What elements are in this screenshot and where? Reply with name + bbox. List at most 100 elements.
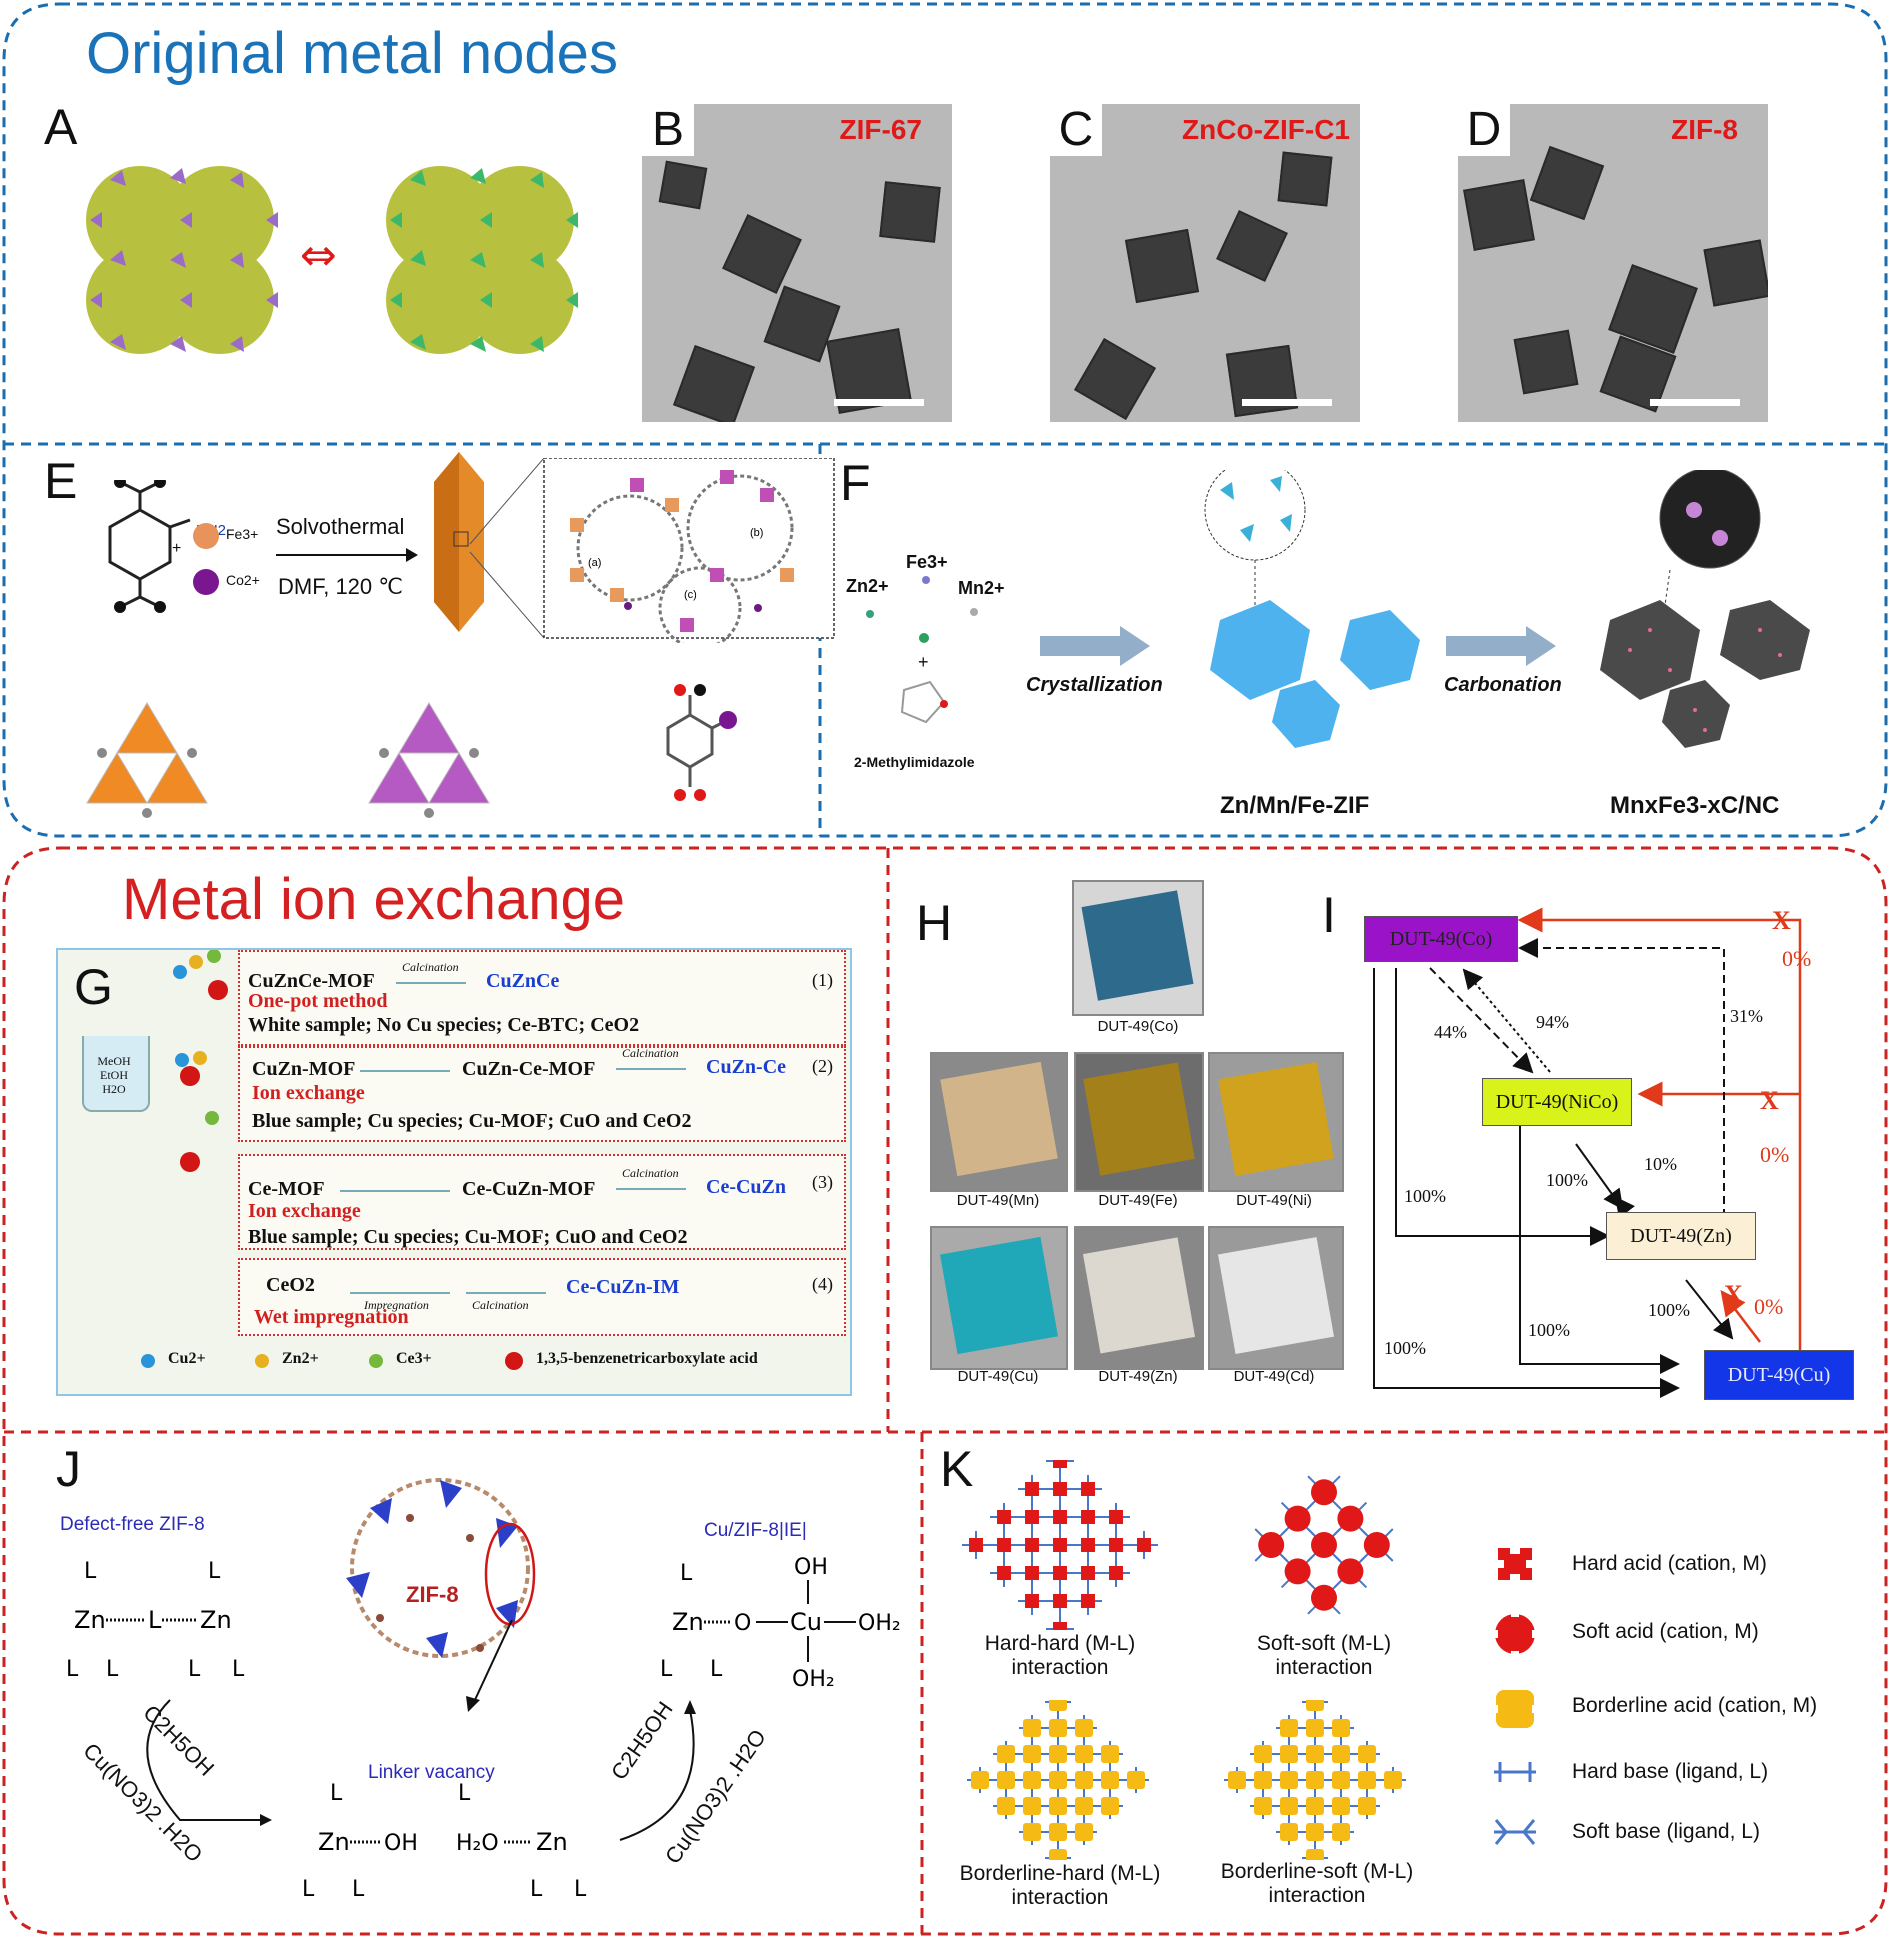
hard-acid-icon xyxy=(1498,1548,1532,1580)
defect-free-title: Defect-free ZIF-8 xyxy=(60,1514,205,1535)
panel-label-i: I xyxy=(1322,887,1336,943)
hard-base-icon xyxy=(1494,1762,1536,1782)
scale-bar xyxy=(834,399,924,406)
legend-ce: Ce3+ xyxy=(396,1350,432,1367)
pct-co-nico: 44% xyxy=(1434,1022,1467,1042)
scheme-row-4 xyxy=(238,1258,846,1336)
beaker-solvents: MeOH EtOH H2O xyxy=(86,1054,142,1096)
row3-mid: Ce-CuZn-MOF xyxy=(462,1178,596,1200)
arrow-cu-to-zn xyxy=(1720,1290,1761,1343)
solvent-h2o: H2O xyxy=(102,1082,126,1096)
swap-arrow-icon: ⇔ xyxy=(300,230,337,281)
legend-borderline-acid: Borderline acid (cation, M) xyxy=(1572,1694,1818,1717)
svg-text:OH₂: OH₂ xyxy=(858,1611,901,1636)
row2-step: Calcination xyxy=(622,1046,679,1060)
pct-zn-nico: 10% xyxy=(1644,1154,1677,1174)
block-x-nico: X xyxy=(1760,1086,1779,1115)
pct-cu-zn: 0% xyxy=(1754,1294,1784,1319)
row3-num: (3) xyxy=(812,1172,833,1192)
legend-hard-acid: Hard acid (cation, M) xyxy=(1572,1552,1767,1575)
grid-borderline-soft xyxy=(1224,1700,1406,1860)
row3-arrow-2 xyxy=(616,1188,686,1190)
arrow-cu-to-co xyxy=(1517,907,1802,1356)
panel-label-g: G xyxy=(74,959,113,1015)
tem-image-zif67: B ZIF-67 xyxy=(642,104,952,422)
tem-label-zif67: ZIF-67 xyxy=(839,114,922,145)
node-dut-cu: DUT-49(Cu) xyxy=(1704,1350,1854,1400)
mof-crystal-rod xyxy=(434,452,484,632)
caption-cd: DUT-49(Cd) xyxy=(1233,1368,1315,1385)
g-ion-spheres xyxy=(173,950,228,1172)
cu-marker xyxy=(141,1354,155,1368)
svg-text:Zn: Zn xyxy=(200,1606,232,1634)
row2-num: (2) xyxy=(812,1056,833,1076)
svg-text:L: L xyxy=(232,1657,245,1682)
row2-desc: Blue sample; Cu species; Cu-MOF; CuO and… xyxy=(252,1110,692,1132)
ligand-plus: + xyxy=(918,652,929,672)
label-borderline-soft: Borderline-soft (M-L) interaction xyxy=(1220,1860,1414,1907)
condition-solvothermal: Solvothermal xyxy=(276,514,405,539)
label-hard-hard: Hard-hard (M-L) interaction xyxy=(984,1632,1136,1679)
tag-a: (a) xyxy=(588,557,601,569)
svg-text:L: L xyxy=(148,1606,162,1634)
row2-arrow-2 xyxy=(616,1068,686,1070)
caption-fe: DUT-49(Fe) xyxy=(1098,1192,1178,1209)
svg-text:L: L xyxy=(188,1657,201,1682)
right-reaction-arc xyxy=(619,1700,696,1841)
row2-start: CuZn-MOF xyxy=(252,1058,356,1080)
row4-step1: Impregnation xyxy=(364,1298,429,1312)
ligand-label: 2-Methylimidazole xyxy=(854,754,975,770)
grid-hard-hard xyxy=(962,1460,1158,1630)
tag-c: (c) xyxy=(684,589,697,601)
arrow-head xyxy=(406,548,418,562)
grid-soft-soft xyxy=(1254,1475,1394,1615)
row1-step: Calcination xyxy=(402,960,459,974)
row1-method: One-pot method xyxy=(248,990,388,1012)
row1-start: CuZnCe-MOF xyxy=(248,970,375,992)
product-zif: Zn/Mn/Fe-ZIF xyxy=(1220,792,1370,819)
crystal-mn xyxy=(930,1052,1068,1192)
crystal-co xyxy=(1072,880,1204,1016)
section-title-original: Original metal nodes xyxy=(86,21,618,86)
arrow-co-to-zn xyxy=(1395,968,1610,1246)
arrow-nico-to-cu xyxy=(1519,1112,1680,1374)
pct-nico-co: 94% xyxy=(1536,1012,1569,1032)
svg-text:L: L xyxy=(458,1781,471,1806)
svg-text:L: L xyxy=(710,1657,723,1682)
panel-label-k: K xyxy=(940,1441,974,1497)
original-nodes-frame xyxy=(2,2,1888,838)
vacancy-arrow xyxy=(466,1619,513,1712)
tag-b: (b) xyxy=(750,527,763,539)
caption-zn: DUT-49(Zn) xyxy=(1098,1368,1178,1385)
zif67-cells xyxy=(86,166,278,354)
solvent-meoh: MeOH xyxy=(97,1054,131,1068)
zn-ion-label: Zn2+ xyxy=(846,576,889,596)
plus-sign: + xyxy=(172,540,182,557)
panel-label-b: B xyxy=(642,104,694,156)
pct-nico-zn: 100% xyxy=(1546,1170,1588,1190)
row4-num: (4) xyxy=(812,1274,833,1294)
step-carbonation: Carbonation xyxy=(1444,674,1562,696)
borderline-acid-icon xyxy=(1492,1690,1538,1728)
crystal-zn xyxy=(1074,1226,1204,1370)
crystallization-arrow xyxy=(1040,626,1150,666)
co-cluster-illustration xyxy=(368,702,490,818)
fe-ion-icon xyxy=(193,523,219,549)
row4-method: Wet impregnation xyxy=(254,1306,409,1328)
block-x-co: X xyxy=(1772,906,1791,935)
svg-text:OH: OH xyxy=(384,1831,418,1856)
carbonized-polyhedra-illustration xyxy=(1600,470,1810,748)
step-crystallization: Crystallization xyxy=(1026,674,1163,696)
crystal-fe xyxy=(1074,1052,1204,1192)
btc-marker xyxy=(505,1352,523,1370)
row4-end: Ce-CuZn-IM xyxy=(566,1276,680,1298)
svg-text:L: L xyxy=(330,1781,343,1806)
row3-desc: Blue sample; Cu species; Cu-MOF; CuO and… xyxy=(248,1226,688,1248)
row2-method: Ion exchange xyxy=(252,1082,365,1104)
aminoterephthalate-ligand xyxy=(108,480,191,613)
arrow-zn-to-cu xyxy=(1685,1279,1734,1340)
row1-arrow xyxy=(396,982,466,984)
